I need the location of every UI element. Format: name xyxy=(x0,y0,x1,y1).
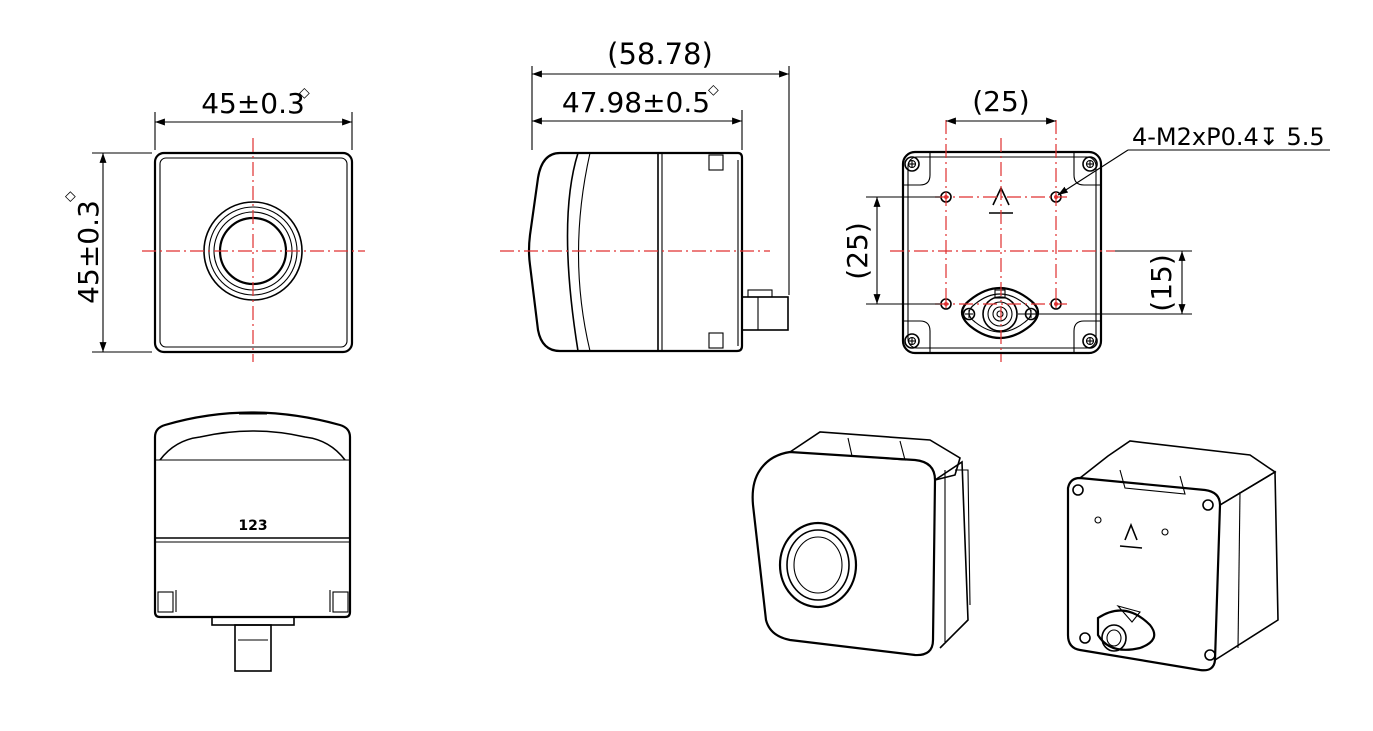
side-view: 47.98±0.5 ◇ (58.78) xyxy=(500,37,790,353)
side-body-outline xyxy=(527,151,744,353)
iso1-lens-inner xyxy=(793,536,843,594)
iso2-up-arrow-icon xyxy=(1124,522,1138,541)
front-width-dimension: 45±0.3 xyxy=(201,87,305,120)
hole-note-leader xyxy=(1057,149,1129,196)
connector-offset: (15) xyxy=(1145,254,1178,311)
side-length-dimension: 47.98±0.5 xyxy=(562,86,710,119)
corner-screw-tl xyxy=(903,152,931,186)
overall-length-dimension: (58.78) xyxy=(607,37,713,71)
hole-spacing-horizontal: (25) xyxy=(972,85,1029,118)
model-label: 123 xyxy=(238,518,267,534)
rear-view: (25) (25) (15) 4-M2xP0.4↧ 5.5 xyxy=(841,85,1330,362)
corner-screw-br xyxy=(1073,320,1101,353)
hole-spacing-vertical: (25) xyxy=(841,222,874,279)
isometric-front-view xyxy=(751,431,971,657)
front-height-mark: ◇ xyxy=(62,191,78,202)
iso2-connector xyxy=(1096,609,1156,651)
corner-screw-bl xyxy=(903,320,931,353)
front-body-outline xyxy=(153,151,354,354)
lens-glass xyxy=(218,216,288,286)
bottom-body-outline xyxy=(153,411,352,619)
side-length-mark: ◇ xyxy=(708,82,719,98)
front-width-mark: ◇ xyxy=(299,85,310,101)
bottom-connector-flange xyxy=(211,616,295,626)
front-view: 45±0.3 ◇ 45±0.3 ◇ xyxy=(62,85,365,362)
bottom-connector-plug xyxy=(234,624,272,672)
iso2-rear-face xyxy=(1066,476,1222,672)
hole-thread-note: 4-M2xP0.4↧ 5.5 xyxy=(1132,123,1325,151)
isometric-rear-view xyxy=(1066,440,1279,672)
bottom-view: 123 xyxy=(153,411,352,672)
iso1-front-face xyxy=(751,450,937,657)
iso1-lens-outer xyxy=(778,521,858,609)
side-front-curve xyxy=(566,152,579,352)
rear-body-outline xyxy=(901,150,1103,355)
side-connector xyxy=(741,296,789,331)
rear-connector xyxy=(960,287,1040,339)
front-height-dimension: 45±0.3 xyxy=(72,200,105,304)
